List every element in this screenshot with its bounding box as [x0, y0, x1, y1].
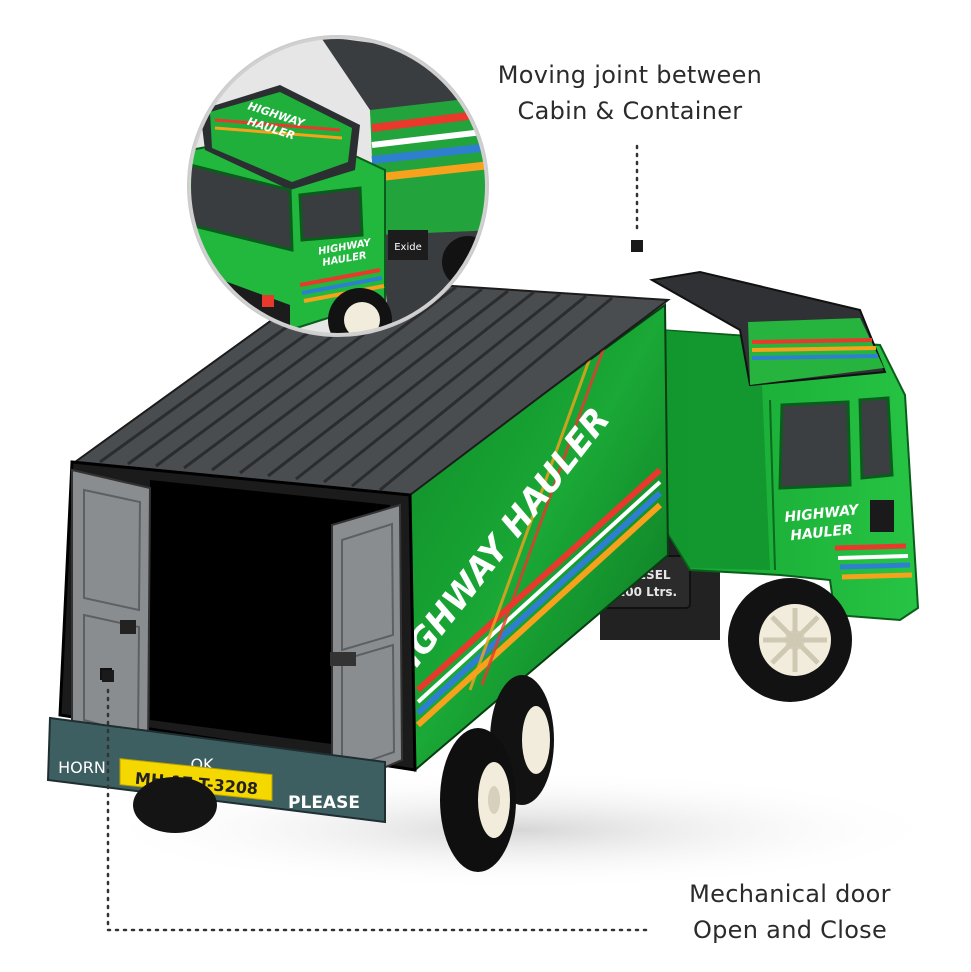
- bumper-text-please: PLEASE: [288, 793, 360, 813]
- inset-battery-label: Exide: [394, 242, 422, 253]
- main-truck: DIESEL 100 Ltrs. H: [46, 270, 920, 872]
- annotation-moving-joint-line1: Moving joint between: [497, 61, 763, 89]
- annotation-mechanical-door-line1: Mechanical door: [689, 880, 891, 908]
- pointer-joint: [631, 144, 643, 252]
- cab-brand-line2: HAULER: [790, 522, 854, 544]
- fuel-label-2: 100 Ltrs.: [617, 585, 677, 599]
- inset-closeup: HIGHWAY HAULER HIGHWAY HAULER Exide: [187, 35, 489, 337]
- cab-brand-line1: HIGHWAY: [784, 502, 862, 526]
- right-rear-door: [330, 503, 404, 792]
- pointer-door: [102, 670, 652, 932]
- truck-cab: HIGHWAY HAULER: [649, 270, 920, 622]
- left-rear-door: [71, 468, 152, 754]
- container: HIGHWAY HAULER: [46, 276, 671, 824]
- rear-wheels: [133, 675, 554, 872]
- annotation-mechanical-door-line2: Open and Close: [692, 916, 888, 944]
- annotation-moving-joint: Moving joint between Cabin & Container: [460, 57, 800, 129]
- cab-wheel: [728, 578, 852, 702]
- annotation-mechanical-door: Mechanical door Open and Close: [640, 876, 940, 948]
- annotation-moving-joint-line2: Cabin & Container: [517, 97, 743, 125]
- bumper-text-horn: HORN: [58, 758, 106, 777]
